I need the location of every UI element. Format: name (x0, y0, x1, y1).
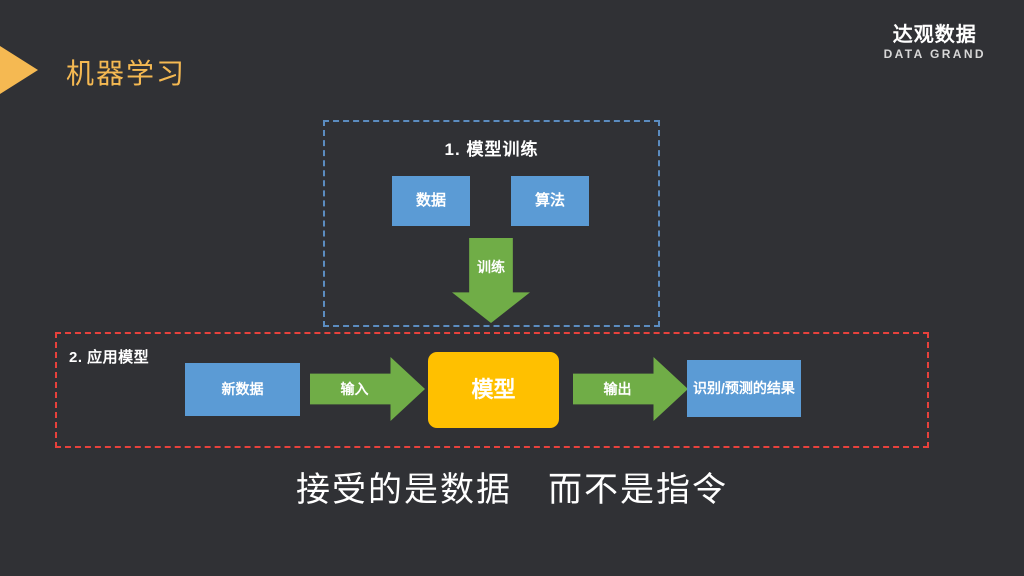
brand-logo-en: DATA GRAND (883, 47, 986, 61)
node-new-data: 新数据 (185, 363, 300, 416)
section-apply-model: 2. 应用模型 (55, 332, 929, 448)
node-data: 数据 (392, 176, 470, 226)
section-model-training: 1. 模型训练 (323, 120, 660, 327)
node-model: 模型 (428, 352, 559, 428)
node-algorithm: 算法 (511, 176, 589, 226)
slide-caption: 接受的是数据 而不是指令 (296, 471, 728, 509)
brand-logo-cn: 达观数据 (892, 24, 977, 46)
section-title-apply-model: 2. 应用模型 (69, 349, 150, 366)
node-result: 识别/预测的结果 (687, 360, 801, 417)
section-title-model-training: 1. 模型训练 (444, 140, 539, 159)
title-marker-triangle-icon (0, 46, 38, 94)
page-title: 机器学习 (66, 58, 187, 89)
brand-logo: 达观数据 DATA GRAND (884, 24, 986, 61)
